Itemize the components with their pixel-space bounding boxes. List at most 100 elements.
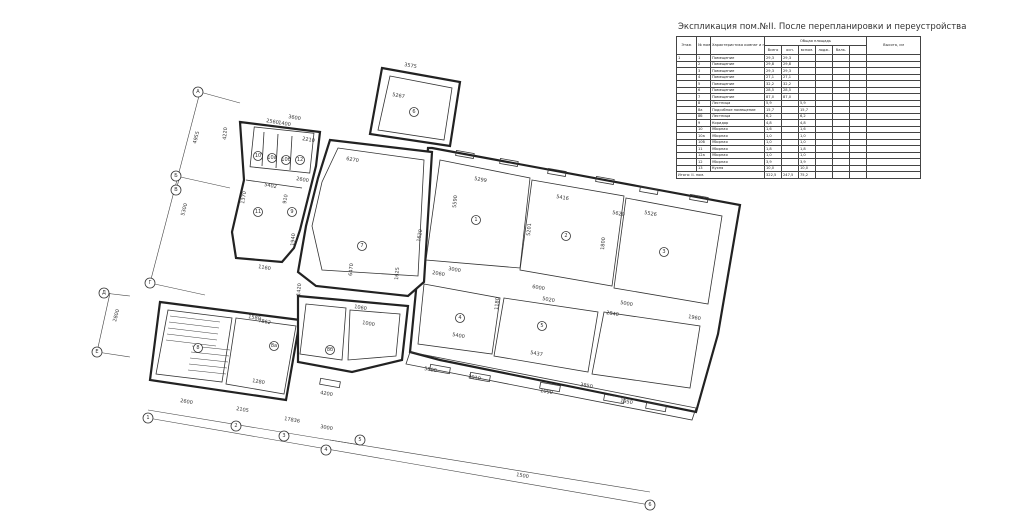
room-number: 4 (458, 315, 461, 321)
dimension-label: 1940 (290, 233, 297, 246)
dimension-label: 1370 (240, 191, 248, 205)
dimension-label: 5416 (556, 194, 570, 202)
room-circle (287, 207, 297, 217)
dimension-label: 1400 (278, 120, 292, 128)
room-circle (281, 155, 291, 165)
axis-circle (230, 420, 242, 432)
dimension-label: 1625 (394, 267, 401, 280)
cell-extra (848, 73, 868, 81)
dimension-label: 6470 (348, 263, 355, 276)
axis-circle (144, 277, 156, 289)
room-circle (471, 215, 481, 225)
room-circle (455, 313, 465, 323)
dimension-label: 1280 (252, 378, 266, 386)
axis-label: Д (102, 290, 106, 296)
axis-label: 1 (146, 415, 149, 421)
dimension-label: 1000 (362, 320, 376, 328)
dimension-label: 1580 (248, 314, 262, 322)
axis-circle (644, 499, 656, 511)
dimension-label: 6270 (346, 156, 360, 164)
cell-height (866, 86, 922, 94)
axis-label: 4 (324, 447, 327, 453)
room-circle (659, 247, 669, 257)
dimension-label: 4955 (192, 131, 201, 145)
dimension-label: 1090 (540, 388, 554, 396)
axis-circle (170, 184, 182, 196)
dimension-label: 2840 (606, 310, 620, 318)
header-height: Высота, см (866, 36, 922, 55)
explication-title: Экспликация пом.№II. После перепланировк… (678, 22, 967, 32)
dimension-label: 2600 (296, 176, 310, 184)
dimension-label: 2105 (236, 406, 250, 414)
axis-label: 3 (282, 433, 285, 439)
header-empty (848, 45, 868, 55)
dimension-label: 4200 (320, 390, 334, 398)
room-circle (537, 321, 547, 331)
room-number: 7 (360, 243, 363, 249)
cell-height (866, 73, 922, 81)
axis-circle (170, 170, 182, 182)
room-number: 10 (255, 153, 261, 159)
dimension-label: 2210 (302, 136, 316, 144)
dimension-label: 17836 (284, 416, 301, 425)
dimension-label: 3850 (580, 382, 594, 390)
overall-dimension-line (329, 439, 651, 493)
dimension-label: 5526 (644, 210, 658, 218)
cell-extra (848, 112, 868, 120)
dimension-label: 3575 (404, 62, 418, 70)
axis-label: 5 (358, 437, 361, 443)
axis-circle (320, 444, 332, 456)
dimension-label: 1950 (620, 398, 634, 406)
cell-extra (848, 60, 868, 68)
axis-label: Г (148, 280, 151, 286)
room-circle (267, 153, 277, 163)
cell-height (866, 112, 922, 120)
dimension-label: 3010 (468, 374, 482, 382)
axis-circle (192, 86, 204, 98)
room-number: 8 (196, 345, 199, 351)
room-number: 8б (327, 347, 333, 353)
dimension-label: 3600 (288, 114, 302, 122)
cell-height (866, 106, 922, 114)
room-circle (193, 343, 203, 353)
dimension-label: 1500 (516, 472, 530, 480)
dimension-label: 5299 (474, 176, 488, 184)
room-number: 10б (281, 157, 290, 163)
room-circle (409, 107, 419, 117)
dimension-label: 2560 (266, 118, 280, 126)
dimension-label: 3000 (448, 266, 462, 274)
dimension-label: 5000 (620, 300, 634, 308)
header-desc: Характеристика комнат и помещений (710, 36, 765, 55)
dimension-label: 910 (282, 194, 290, 204)
dimension-label: 2060 (432, 270, 446, 278)
axis-circle (91, 346, 103, 358)
dimension-label: 2800 (112, 309, 121, 323)
room-circle (253, 151, 263, 161)
dimension-label: 1180 (494, 297, 501, 310)
axis-label: 2 (234, 423, 237, 429)
cell-height (866, 93, 922, 101)
axis-label: Б (174, 173, 178, 179)
room-circle (269, 341, 279, 351)
dimension-label: 5267 (392, 92, 406, 100)
dimension-label: 1800 (600, 237, 607, 250)
cell-height (866, 99, 922, 107)
cell-height (866, 60, 922, 68)
dimension-label: 5437 (530, 350, 544, 358)
room-number: 12 (297, 157, 303, 163)
dimension-label: 6000 (532, 284, 546, 292)
cell-extra (848, 106, 868, 114)
dimension-label: 5620 (612, 210, 626, 218)
dimension-label: 1960 (688, 314, 702, 322)
